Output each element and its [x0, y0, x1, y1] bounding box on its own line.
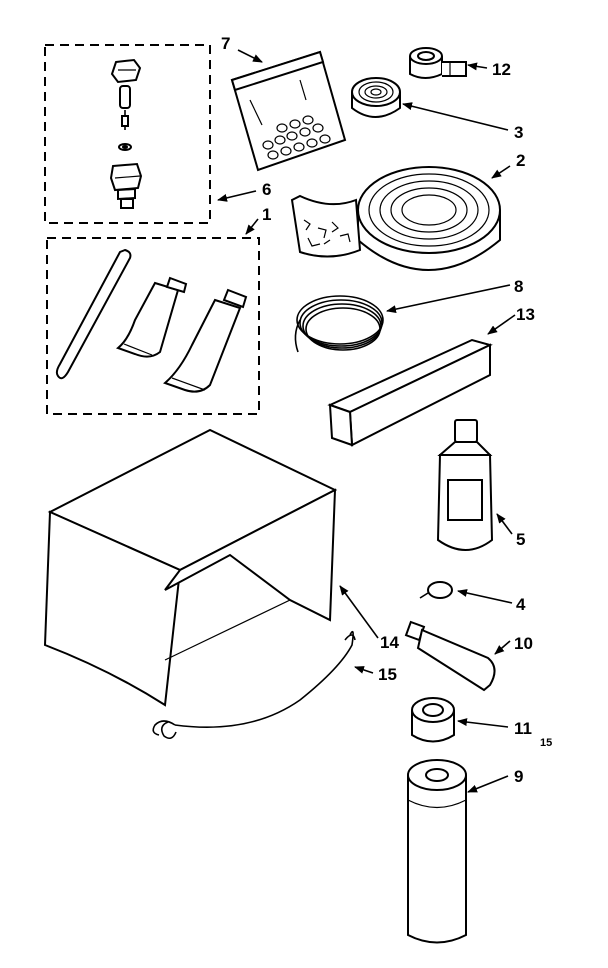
rod-illustration — [55, 248, 132, 380]
callout-labels: 7 12 3 2 6 1 8 13 5 4 10 11 15 9 14 15 — [221, 34, 552, 786]
callout-1: 1 — [262, 205, 271, 224]
part-9-aerosol-can — [407, 759, 467, 944]
part-14-cover — [43, 428, 338, 707]
kit-1-dashed-border — [46, 237, 260, 415]
callout-11: 11 — [514, 719, 532, 738]
part-1-tube-kit — [46, 237, 260, 415]
part-2-insulation-roll — [290, 166, 501, 271]
callout-8: 8 — [514, 277, 523, 296]
callout-9: 9 — [514, 767, 523, 786]
part-6-fitting-kit — [44, 44, 211, 224]
large-tube-illustration — [163, 288, 248, 393]
callout-15: 15 — [378, 665, 397, 684]
part-7-bag-of-fittings — [230, 50, 347, 172]
callout-14: 14 — [380, 633, 399, 652]
flare-fitting-illustration — [109, 58, 143, 209]
small-tube-illustration — [115, 276, 188, 358]
callout-7: 7 — [221, 34, 230, 53]
part-15-cord — [152, 630, 356, 740]
callout-6: 6 — [262, 180, 271, 199]
leader-lines — [217, 49, 516, 793]
page-number: 15 — [540, 737, 552, 749]
part-10-tube — [404, 620, 496, 692]
callout-2: 2 — [516, 151, 525, 170]
kit-6-dashed-border — [44, 44, 211, 224]
part-12-tape-roll — [409, 47, 467, 79]
callout-5: 5 — [516, 530, 525, 549]
part-13-foam-strip — [327, 338, 493, 447]
part-3-tape-coil — [351, 77, 401, 118]
callout-3: 3 — [514, 123, 523, 142]
part-4-cap — [419, 581, 453, 599]
callout-12: 12 — [492, 60, 511, 79]
callout-13: 13 — [516, 305, 535, 324]
part-8-wire-coil — [294, 295, 384, 353]
callout-10: 10 — [514, 634, 533, 653]
callout-4: 4 — [516, 595, 526, 614]
part-11-cylinder — [411, 697, 455, 743]
part-5-bottle — [436, 419, 494, 551]
